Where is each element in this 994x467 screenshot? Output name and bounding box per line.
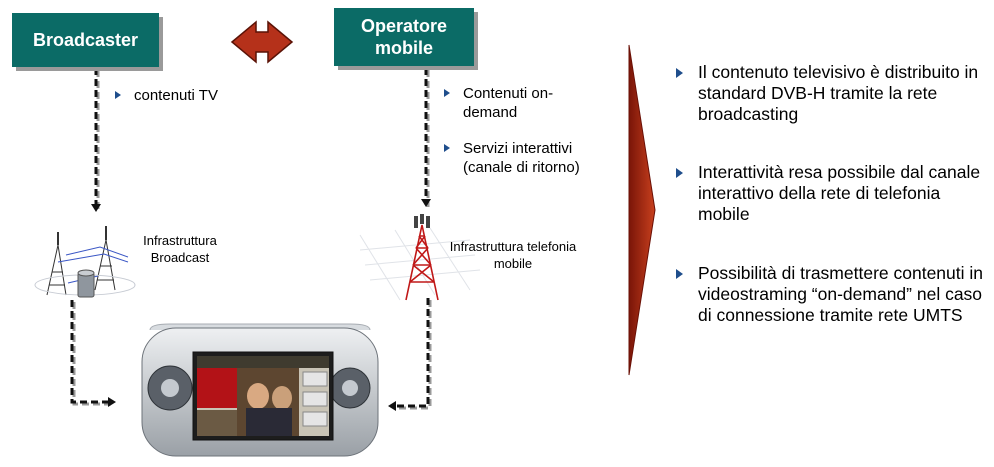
operator-bullet-2: Servizi interattivi (canale di ritorno): [444, 139, 594, 177]
bidirectional-arrow: [230, 20, 294, 64]
phone-device-icon: [141, 323, 379, 457]
chevron-arrow: [628, 44, 656, 376]
bullet-triangle-icon: [444, 144, 450, 152]
operator-label: Operatore mobile: [360, 16, 448, 58]
mobile-tower-icon: [359, 214, 481, 301]
bullet-triangle-icon: [115, 91, 121, 99]
operator-box: Operatore mobile: [334, 8, 474, 66]
broadcaster-label: Broadcaster: [32, 30, 139, 50]
bullet-triangle-icon: [676, 68, 683, 78]
broadcast-to-phone-connector: [70, 300, 110, 404]
right-bullet-2: Interattività resa possibile dal canale …: [676, 162, 986, 225]
broadcaster-bullet: contenuti TV: [115, 86, 315, 105]
broadcaster-box: Broadcaster: [12, 13, 159, 67]
mobile-to-phone-connector: [395, 298, 430, 408]
right-bullet-1: Il contenuto televisivo è distribuito in…: [676, 62, 986, 125]
bullet-triangle-icon: [444, 89, 450, 97]
server-icon: [77, 269, 95, 298]
broadcast-infrastructure-label: Infrastruttura Broadcast: [143, 233, 217, 265]
bullet-triangle-icon: [676, 168, 683, 178]
mobile-infrastructure-label: Infrastruttura telefonia mobile: [449, 239, 577, 271]
right-bullet-3: Possibilità di trasmettere contenuti in …: [676, 263, 986, 326]
bullet-triangle-icon: [676, 269, 683, 279]
operator-bullet-1: Contenuti on-demand: [444, 84, 594, 122]
